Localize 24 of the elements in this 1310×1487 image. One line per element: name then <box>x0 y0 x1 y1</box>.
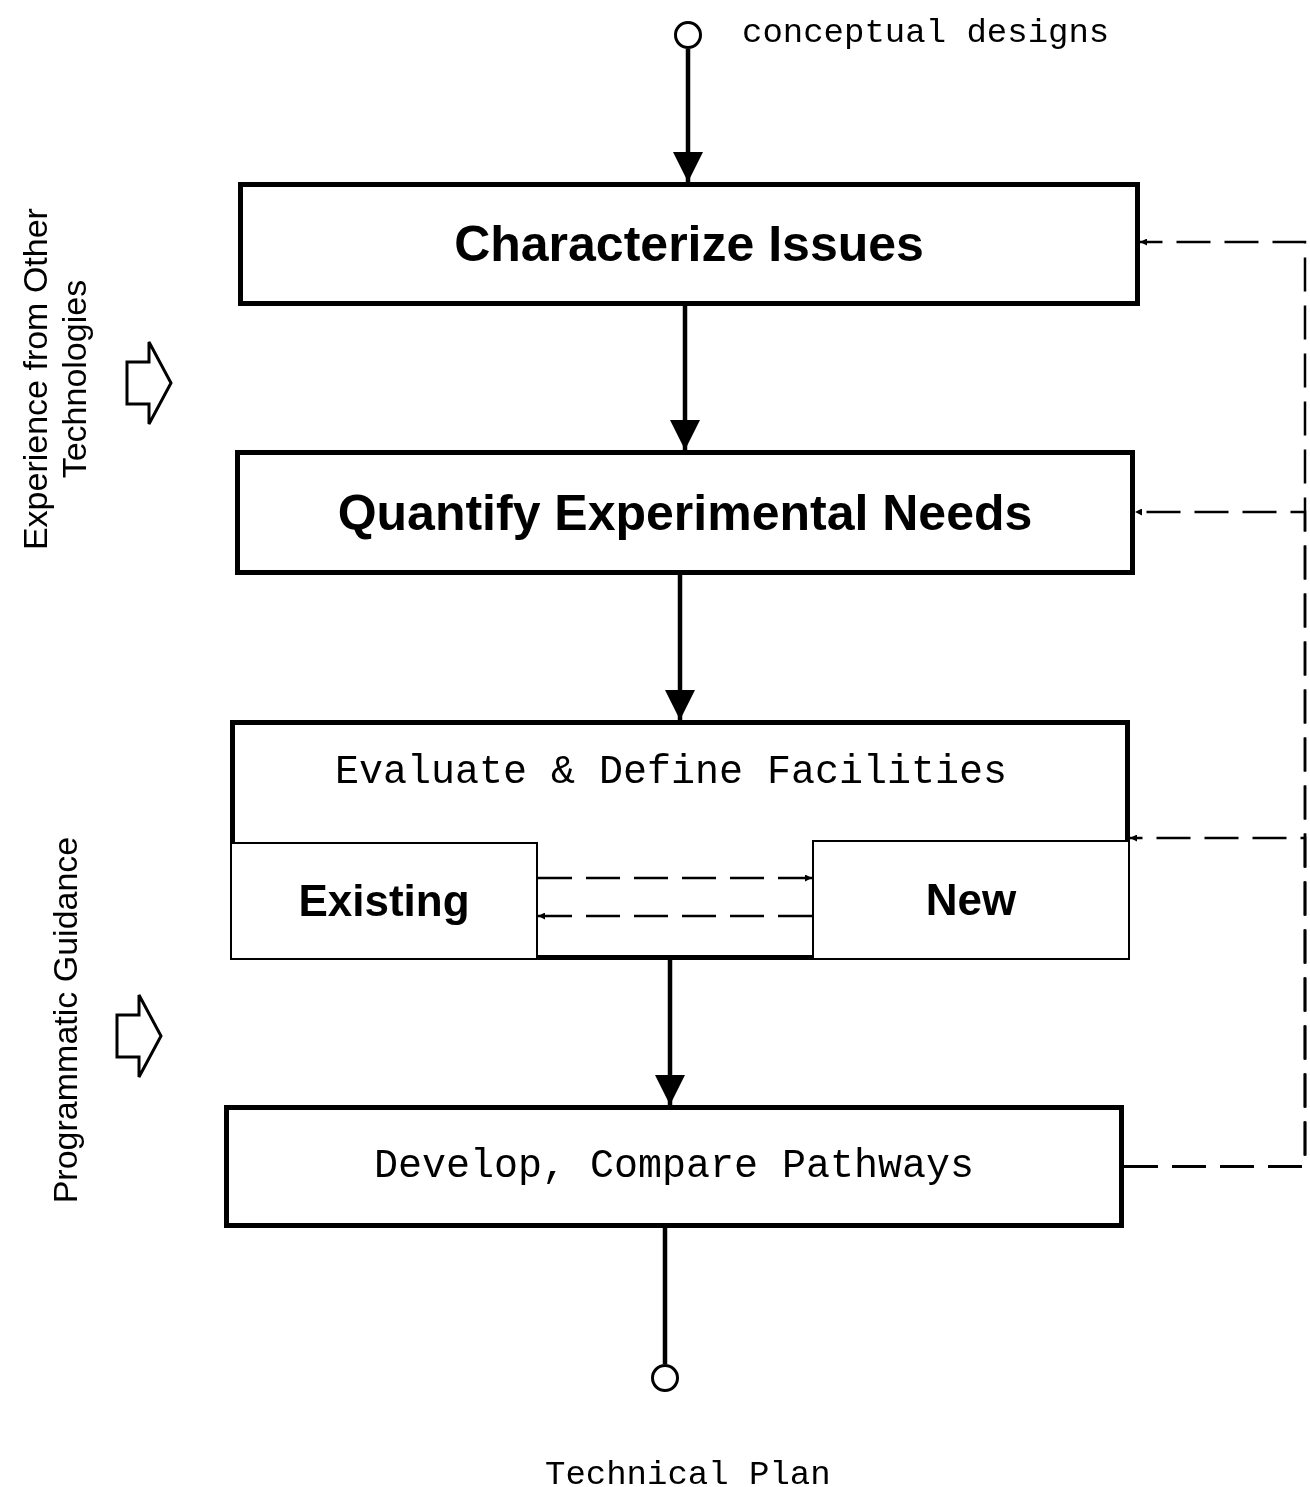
feedback-arrow <box>538 912 812 920</box>
box-label: Characterize Issues <box>454 219 924 269</box>
arrow <box>665 575 695 720</box>
side-label: Experience from Other Technologies <box>15 207 94 553</box>
box-label: New <box>925 878 1017 922</box>
process-box <box>812 840 1130 960</box>
terminal-label: Technical Plan <box>545 1455 831 1487</box>
group-box <box>230 720 1130 960</box>
process-box <box>224 1105 1124 1228</box>
side-label: Programmatic Guidance <box>48 835 82 1206</box>
connector-line <box>662 1228 668 1364</box>
process-box <box>230 842 538 960</box>
process-box <box>235 450 1135 575</box>
terminal-label: conceptual designs <box>742 13 1110 54</box>
box-label: Quantify Experimental Needs <box>337 487 1033 538</box>
process-box <box>238 182 1140 306</box>
feedback-arrow <box>538 874 812 882</box>
arrow <box>673 49 703 182</box>
box-label: Evaluate & Define Facilities <box>335 753 1008 793</box>
feedback-arrow <box>1124 834 1307 1168</box>
box-label: Develop, Compare Pathways <box>373 1146 975 1187</box>
box-label: Existing <box>298 879 470 923</box>
arrow <box>670 306 700 450</box>
arrow <box>655 960 685 1105</box>
